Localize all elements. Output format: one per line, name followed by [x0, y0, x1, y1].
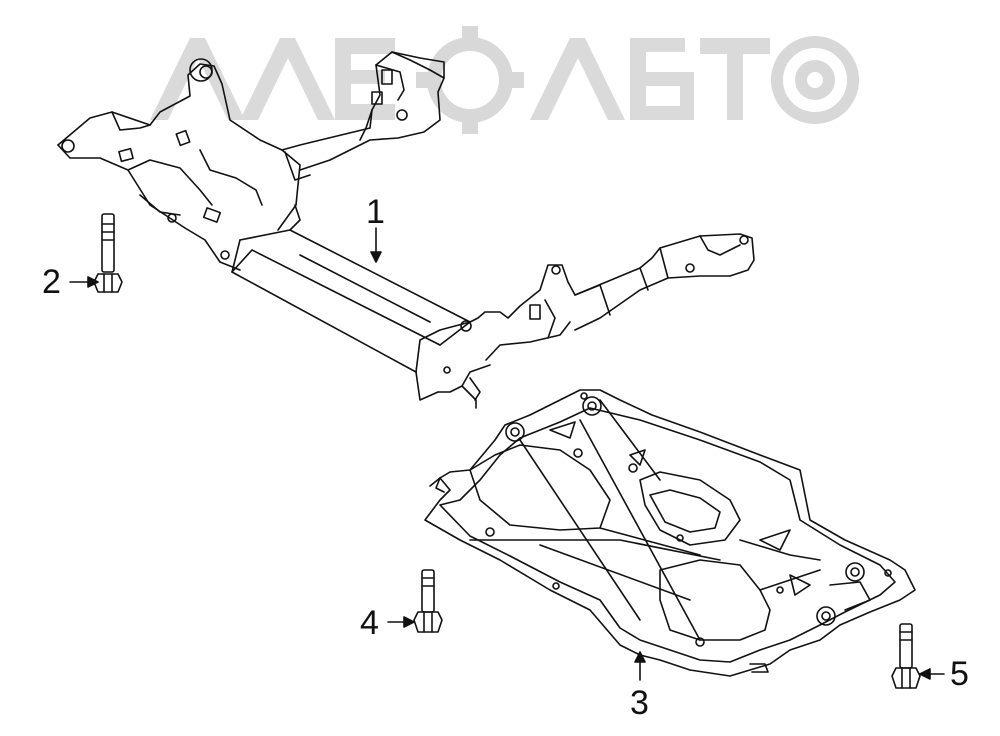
callout-1-leader: [370, 227, 382, 263]
ring-icon: [771, 36, 859, 124]
callout-4-leader: [387, 616, 415, 628]
bolt-part-4: [413, 569, 443, 633]
callout-5-leader: [919, 668, 945, 680]
callout-2-leader: [69, 276, 99, 288]
subframe-crossmember: [57, 51, 755, 409]
callout-1: 1: [366, 193, 385, 231]
gear-icon: [427, 37, 513, 123]
bolt-part-5: [891, 623, 921, 689]
callout-3: 3: [630, 684, 649, 722]
bolt-part-2: [93, 213, 123, 293]
callout-2: 2: [42, 263, 61, 301]
callout-4: 4: [360, 604, 379, 642]
watermark-logo: [150, 26, 859, 134]
shield-plate: [424, 389, 916, 677]
callout-5: 5: [950, 655, 969, 693]
callout-3-leader: [634, 651, 646, 681]
